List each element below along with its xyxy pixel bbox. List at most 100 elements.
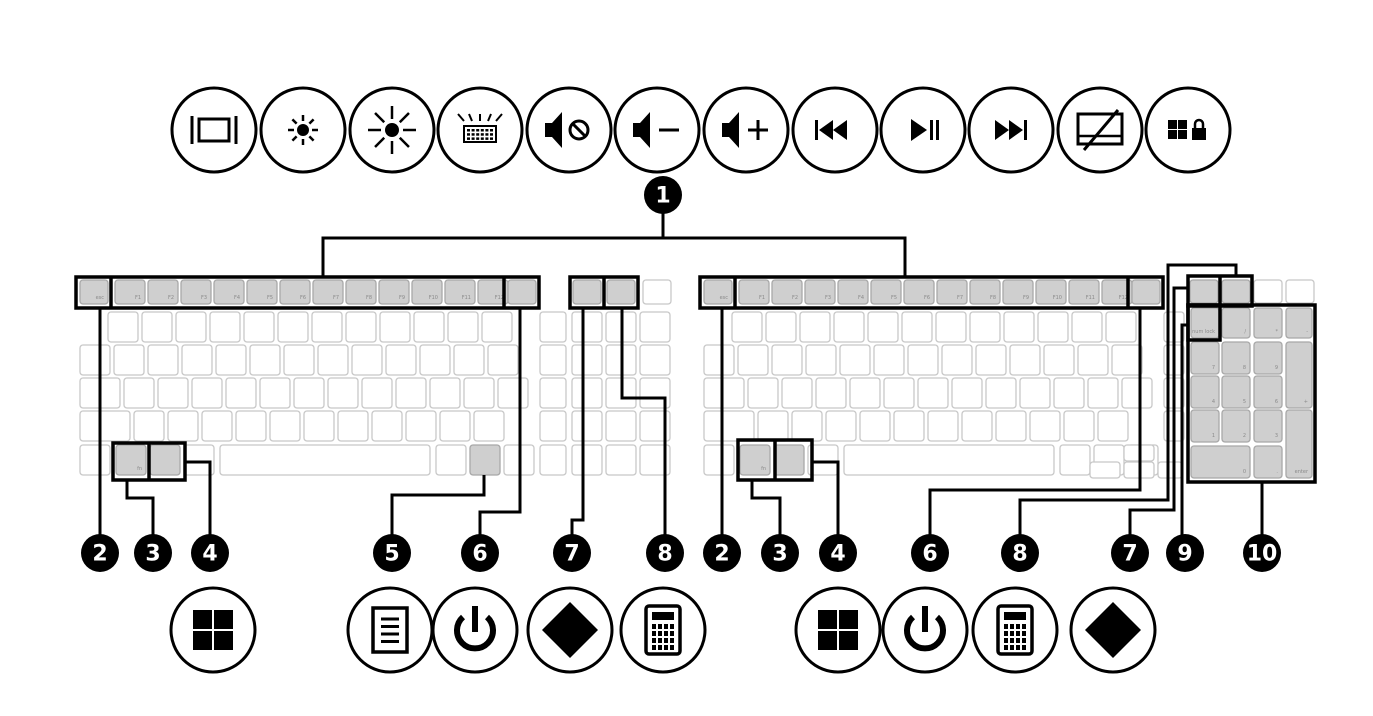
function-key-f2 [147, 279, 179, 305]
key [893, 410, 925, 442]
callout-2: 2 [703, 534, 741, 572]
key-label: F9 [1023, 295, 1029, 301]
key [1043, 344, 1075, 376]
key [571, 444, 603, 476]
key [215, 344, 247, 376]
numpad-key [1221, 409, 1251, 443]
key [1105, 311, 1137, 343]
key [703, 377, 745, 409]
callout-7: 7 [553, 534, 591, 572]
esc-key [79, 279, 109, 305]
play-pause-icon [879, 86, 967, 174]
function-key-f1 [738, 279, 770, 305]
key [1253, 279, 1283, 304]
key [1063, 410, 1095, 442]
key [419, 344, 451, 376]
key [571, 377, 603, 409]
svg-text:8: 8 [657, 542, 672, 567]
function-key-f3 [804, 279, 836, 305]
key [351, 344, 383, 376]
key [249, 344, 281, 376]
key [539, 344, 567, 376]
key [133, 410, 165, 442]
function-key-f7 [936, 279, 968, 305]
key [731, 311, 763, 343]
callout-3: 3 [761, 534, 799, 572]
key [405, 410, 437, 442]
callout-5: 5 [373, 534, 411, 572]
key [487, 344, 519, 376]
svg-text:2: 2 [92, 542, 107, 567]
key [703, 410, 755, 442]
function-key-f8 [969, 279, 1001, 305]
key [639, 444, 671, 476]
key [737, 344, 769, 376]
keyboard-backlight-icon [436, 86, 524, 174]
key [157, 377, 189, 409]
brightness-up-icon [348, 86, 436, 174]
key [873, 344, 905, 376]
numpad-key [1285, 409, 1313, 479]
key [571, 410, 603, 442]
key [303, 410, 335, 442]
svg-text:5: 5 [384, 542, 399, 567]
key [805, 344, 837, 376]
key-label: * [1276, 329, 1279, 335]
function-key-f4 [213, 279, 245, 305]
key [703, 444, 735, 476]
key-label: F4 [858, 295, 864, 301]
volume-up-icon [702, 86, 790, 174]
function-key-f8 [345, 279, 377, 305]
key [765, 311, 797, 343]
callout-2: 2 [81, 534, 119, 572]
screen-switch-icon [170, 86, 258, 174]
key [435, 444, 467, 476]
key [473, 410, 505, 442]
key [1037, 311, 1069, 343]
key-label: F1 [135, 295, 141, 301]
key [605, 410, 637, 442]
key [79, 344, 111, 376]
brightness-down-icon [259, 86, 347, 174]
key-label: F12 [1119, 295, 1128, 301]
key [867, 311, 899, 343]
key-label: enter [1295, 469, 1309, 475]
key [481, 311, 513, 343]
key [799, 311, 831, 343]
callout-4: 4 [819, 534, 857, 572]
svg-text:3: 3 [772, 542, 787, 567]
key [361, 377, 393, 409]
key [1053, 377, 1085, 409]
power-icon [881, 586, 969, 674]
key-label: 4 [1212, 399, 1215, 405]
key [1003, 311, 1035, 343]
key [453, 344, 485, 376]
key [815, 377, 847, 409]
function-key-f4 [837, 279, 869, 305]
diamond-key [1189, 279, 1219, 304]
callout-4: 4 [191, 534, 229, 572]
key-label: F8 [990, 295, 996, 301]
key-label: 6 [1275, 399, 1278, 405]
key [935, 311, 967, 343]
key [639, 410, 671, 442]
top-action-key-icons [170, 86, 1232, 174]
svg-text:6: 6 [472, 542, 487, 567]
callout-6: 6 [911, 534, 949, 572]
power-key [507, 279, 537, 305]
key [571, 311, 603, 343]
callout-8: 8 [646, 534, 684, 572]
numpad-key [1253, 307, 1283, 339]
menu-icon [346, 586, 434, 674]
windows-key [773, 444, 805, 476]
key [639, 311, 671, 343]
key [539, 377, 567, 409]
key-label: + [1304, 399, 1308, 405]
key [447, 311, 479, 343]
key [243, 311, 275, 343]
key [345, 311, 377, 343]
key [961, 410, 993, 442]
key-label: 3 [1275, 433, 1278, 439]
